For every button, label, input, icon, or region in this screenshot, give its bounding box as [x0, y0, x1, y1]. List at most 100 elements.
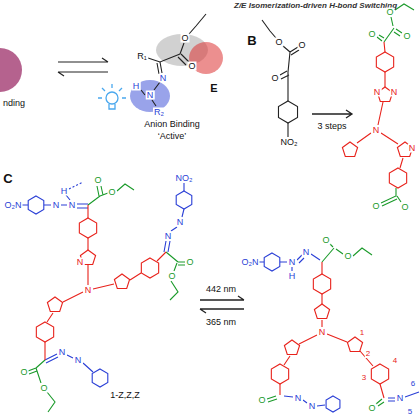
atom-label: N: [84, 286, 93, 295]
structure-stroke: [148, 14, 206, 65]
atom-label: H: [288, 272, 297, 281]
atom-label: 3: [361, 374, 367, 382]
atom-label: N: [68, 201, 77, 210]
atom-label: N: [390, 88, 399, 97]
atom-label: O: [400, 203, 409, 212]
atom-label: 1-Z,Z,Z: [109, 391, 141, 400]
atom-label: N: [302, 248, 311, 257]
structure-stroke: [58, 72, 108, 76]
atom-label: O: [385, 8, 394, 17]
structure-stroke: [357, 42, 403, 168]
atom-label: O: [167, 272, 176, 281]
structure-stroke: [381, 188, 401, 206]
structure-stroke: [284, 340, 299, 354]
structure-stroke: [376, 399, 384, 406]
structure-stroke: [259, 254, 320, 271]
core-bonds: [342, 42, 412, 188]
structure-stroke: [45, 205, 166, 360]
structure-stroke: [312, 110, 352, 118]
structure-stroke: [280, 262, 384, 398]
structure-stroke: [342, 142, 357, 156]
atom-label: O: [257, 396, 266, 405]
atom-label: O: [180, 34, 189, 43]
structure-stroke: [200, 296, 244, 300]
light-bulb-icon: [98, 84, 126, 109]
atom-label: N: [372, 126, 381, 135]
atom-label: NO₂: [175, 174, 194, 183]
atom-label: O: [402, 32, 411, 41]
hydrazone-bonds: [259, 253, 419, 412]
atom-label: O: [93, 176, 102, 185]
structure-stroke: [28, 196, 44, 214]
bond-lines: [262, 20, 352, 137]
structure-stroke: [141, 258, 158, 278]
figure-title: Z/E Isomerization-driven H-bond Switchin…: [234, 2, 397, 10]
atom-label: N: [76, 258, 85, 267]
atom-label: 3 steps: [316, 122, 347, 131]
atom-label: N: [294, 394, 303, 403]
structure-stroke: [314, 304, 329, 318]
panel-letter: C: [2, 172, 13, 185]
atom-label: N: [74, 356, 83, 365]
atom-label: 5: [407, 408, 413, 416]
structure-stroke: [267, 396, 277, 402]
structure-stroke: [200, 309, 244, 313]
structure-stroke: [326, 396, 340, 412]
structure-stroke: [36, 322, 53, 342]
atom-label: N: [146, 91, 155, 100]
structure-stroke: [114, 274, 129, 288]
structure-stroke: [313, 274, 330, 294]
atom-label: N: [288, 258, 297, 267]
atom-label: N: [308, 402, 317, 411]
atom-label: N: [396, 394, 405, 403]
atom-label: O: [39, 384, 48, 393]
atom-label: R₂: [153, 108, 165, 117]
structure-stroke: [106, 92, 118, 104]
atom-label: O: [371, 202, 380, 211]
atom-label: H: [60, 187, 69, 196]
atom-label: N: [318, 328, 327, 337]
structure-stroke: [176, 191, 192, 209]
atom-label: O: [343, 252, 352, 261]
atom-label: O: [19, 368, 28, 377]
structure-stroke: [262, 20, 299, 137]
structure-stroke: [88, 184, 134, 205]
atom-label: 1: [359, 329, 365, 337]
binding-site-shapes: [0, 34, 223, 112]
atom-label: N: [373, 88, 382, 97]
equilibrium-arrows: [58, 58, 108, 76]
atom-label: Anion Binding: [143, 120, 201, 129]
structure-stroke: [45, 354, 93, 372]
atom-label: O: [367, 404, 376, 413]
structure-stroke: [28, 360, 55, 412]
atom-label: O: [321, 236, 330, 245]
structure-stroke: [58, 58, 108, 62]
atom-label: O: [107, 188, 116, 197]
structure-stroke: [371, 364, 388, 384]
atom-label: O: [187, 62, 196, 71]
structure-stroke: [347, 337, 362, 351]
photo-switch-arrows: [200, 296, 244, 313]
structure-stroke: [69, 182, 83, 189]
atom-label: O: [185, 258, 194, 267]
atom-label: O₂N: [241, 258, 260, 267]
atom-label: 442 nm: [205, 285, 237, 294]
structure-stroke: [0, 48, 22, 92]
ester-bonds: [267, 244, 384, 406]
panel-letter: E: [209, 83, 218, 94]
structure-stroke: [141, 62, 162, 106]
atom-label: O: [297, 41, 306, 50]
atom-label: N: [176, 218, 185, 227]
structure-stroke: [278, 101, 297, 123]
structure-stroke: [264, 253, 280, 271]
structure-stroke: [284, 396, 325, 406]
atom-label: ‘Active’: [157, 132, 188, 141]
ester-bonds: [28, 184, 185, 412]
hydrazone-bonds: [22, 182, 192, 387]
atom-label: N: [159, 74, 168, 83]
atom-label: O₂N: [4, 201, 23, 210]
atom-label: N: [164, 232, 173, 241]
atom-label: R₁: [136, 52, 148, 61]
